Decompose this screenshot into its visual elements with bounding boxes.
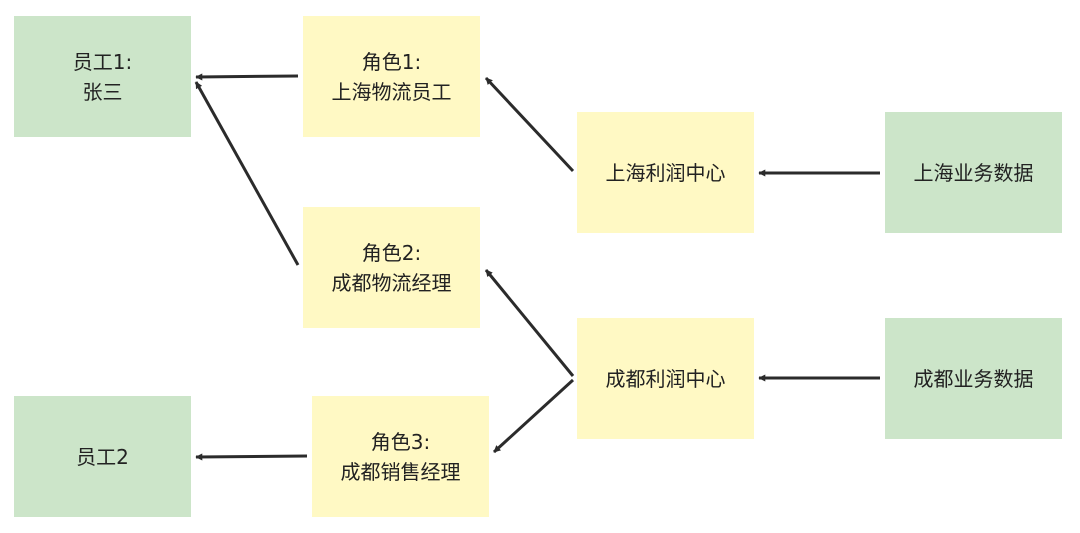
- chengdu-profit-center-node: 成都利润中心: [577, 318, 754, 439]
- role-3-label: 角色3:: [370, 429, 431, 454]
- arrow-role1-to-emp1: [195, 73, 299, 81]
- arrow-role3-to-emp2: [195, 453, 308, 461]
- employee-1-node: 员工1: 张三: [14, 16, 191, 137]
- role-2-title: 成都物流经理: [331, 270, 452, 295]
- shanghai-profit-center-label: 上海利润中心: [605, 160, 726, 185]
- role-1-label: 角色1:: [361, 49, 422, 74]
- employee-1-name: 张三: [82, 79, 123, 104]
- role-1-node: 角色1: 上海物流员工: [303, 16, 480, 137]
- role-2-label: 角色2:: [361, 240, 422, 265]
- role-1-title: 上海物流员工: [331, 79, 452, 104]
- employee-2-label: 员工2: [76, 444, 129, 469]
- arrow-shpc-to-role1: [484, 76, 575, 173]
- shanghai-business-data-label: 上海业务数据: [913, 160, 1034, 185]
- shanghai-profit-center-node: 上海利润中心: [577, 112, 754, 233]
- employee-2-node: 员工2: [14, 396, 191, 517]
- employee-1-label: 员工1:: [72, 49, 133, 74]
- arrow-cdpc-to-role2: [484, 269, 575, 377]
- arrow-cdpc-to-role3: [492, 378, 575, 454]
- role-2-node: 角色2: 成都物流经理: [303, 207, 480, 328]
- shanghai-business-data-node: 上海业务数据: [885, 112, 1062, 233]
- arrow-role2-to-emp1: [194, 81, 300, 266]
- chengdu-business-data-label: 成都业务数据: [913, 366, 1034, 391]
- role-3-title: 成都销售经理: [340, 459, 461, 484]
- chengdu-business-data-node: 成都业务数据: [885, 318, 1062, 439]
- chengdu-profit-center-label: 成都利润中心: [605, 366, 726, 391]
- role-3-node: 角色3: 成都销售经理: [312, 396, 489, 517]
